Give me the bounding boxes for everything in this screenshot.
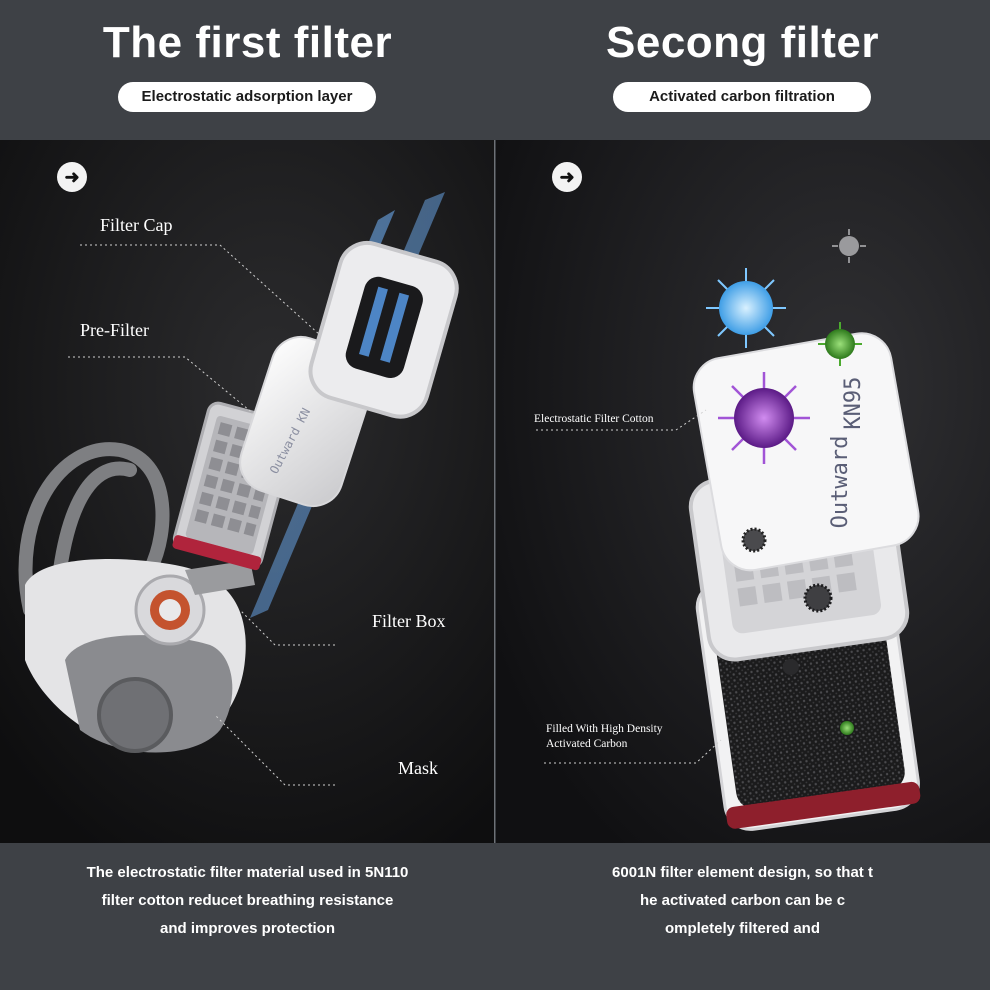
leader-lines [68,244,335,786]
mask-label: Mask [398,758,438,778]
electrostatic-cotton-label: Electrostatic Filter Cotton [534,413,654,425]
description-line: filter cotton reducet breathing resistan… [101,892,394,909]
virus-particle-icon [818,322,862,366]
first-filter-title: The first filter [102,18,393,67]
virus-particle-icon [803,583,833,613]
second-filter-title: Secong filter [606,18,879,67]
cotton-print-brand: Outward [828,436,853,529]
second-filter-header: Secong filter Activated carbon filtratio… [495,0,990,140]
carbon-label-line2: Activated Carbon [546,738,628,750]
first-filter-description: The electrostatic filter material used i… [0,859,495,943]
virus-particle-icon [741,527,767,553]
arrow-right-circle-icon[interactable]: ➜ [552,162,582,192]
filter-box-label: Filter Box [372,611,446,631]
virus-particle-icon [840,721,854,735]
filter-cap [308,241,459,419]
footer: The electrostatic filter material used i… [0,843,990,990]
first-filter-panel: Outward KN ➜ Filter Cap Pre-Filter Filte… [0,140,495,843]
electrostatic-filter-cotton: Outward KN95 [692,332,920,572]
description-line: 6001N filter element design, so that t [612,864,873,881]
second-filter-subtitle: Activated carbon filtration [613,82,871,112]
second-filter-description: 6001N filter element design, so that t h… [495,859,990,943]
second-filter-panel: Outward KN95 [496,140,990,843]
carbon-label-line1: Filled With High Density [546,723,663,735]
description-line: he activated carbon can be c [639,892,846,909]
virus-particle-icon [718,372,810,464]
virus-particle-icon [832,229,866,263]
header: The first filter Electrostatic adsorptio… [0,0,990,140]
first-filter-header: The first filter Electrostatic adsorptio… [0,0,495,140]
description-line: ompletely filtered and [664,920,821,937]
pre-filter-label: Pre-Filter [80,320,149,340]
arrow-right-circle-icon[interactable]: ➜ [57,162,87,192]
leader-lines [536,409,722,764]
virus-particle-icon [706,268,786,348]
head-straps [18,442,170,617]
mask-exploded-illustration: Outward KN [0,140,494,843]
description-line: and improves protection [159,920,336,937]
mask-body [25,559,255,753]
description-line: The electrostatic filter material used i… [86,864,409,881]
cotton-print-grade: KN95 [841,377,866,430]
filter-layers-illustration: Outward KN95 [496,140,990,843]
filter-cap-label: Filter Cap [100,215,173,235]
first-filter-subtitle: Electrostatic adsorption layer [118,82,376,112]
